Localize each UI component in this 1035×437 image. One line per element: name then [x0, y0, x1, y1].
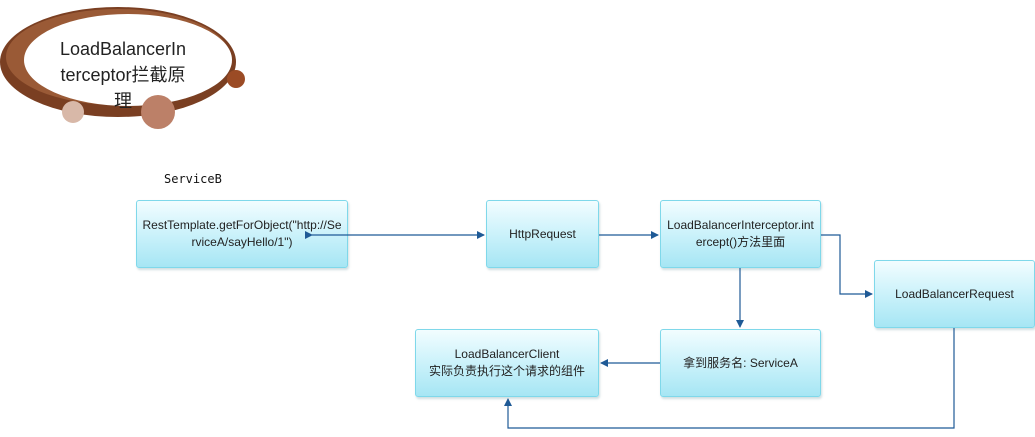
http-request-box: HttpRequest [486, 200, 599, 268]
lb-request-label: LoadBalancerRequest [895, 286, 1014, 301]
service-name-box: 拿到服务名: ServiceA [660, 329, 821, 397]
http-request-label: HttpRequest [509, 226, 576, 241]
lb-request-box: LoadBalancerRequest [874, 260, 1035, 328]
interceptor-box: LoadBalancerInterceptor.intercept()方法里面 [660, 200, 821, 268]
rest-template-label: RestTemplate.getForObject("http://Servic… [142, 218, 342, 249]
lb-client-box: LoadBalancerClient 实际负责执行这个请求的组件 [415, 329, 599, 397]
title-logo: LoadBalancerInterceptor拦截原理 [0, 0, 250, 130]
interceptor-label: LoadBalancerInterceptor.intercept()方法里面 [667, 218, 814, 249]
logo-ellipse-graphic [0, 7, 245, 129]
logo-title: LoadBalancerInterceptor拦截原理 [59, 39, 187, 111]
arrow-interceptor-to-lbrequest [821, 234, 873, 298]
lb-client-title: LoadBalancerClient [454, 347, 560, 361]
service-b-label: ServiceB [164, 172, 222, 186]
service-name-label: 拿到服务名: ServiceA [683, 355, 798, 370]
rest-template-box: RestTemplate.getForObject("http://Servic… [136, 200, 348, 268]
lb-client-description: 实际负责执行这个请求的组件 [428, 364, 585, 378]
